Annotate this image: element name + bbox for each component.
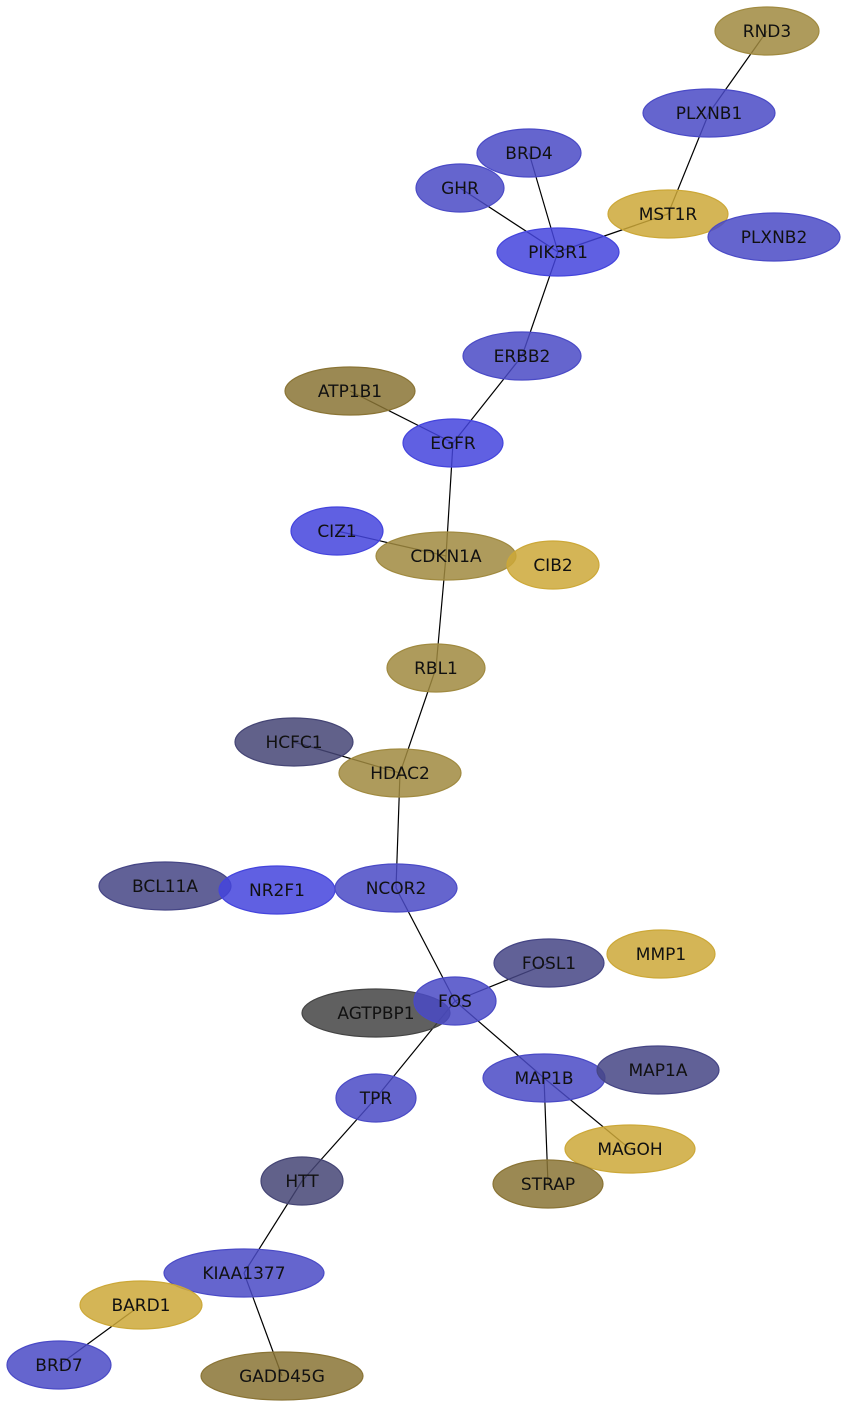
- node-label-erbb2: ERBB2: [494, 347, 551, 367]
- node-shape-erbb2[interactable]: [462, 331, 582, 381]
- node-kiaa1377[interactable]: KIAA1377: [163, 1248, 325, 1298]
- node-label-htt: HTT: [285, 1172, 319, 1192]
- node-tpr[interactable]: TPR: [335, 1073, 417, 1123]
- node-shape-htt[interactable]: [260, 1156, 344, 1206]
- node-shape-rnd3[interactable]: [714, 6, 820, 56]
- node-mmp1[interactable]: MMP1: [606, 929, 716, 979]
- node-bard1[interactable]: BARD1: [79, 1280, 203, 1330]
- node-magoh[interactable]: MAGOH: [564, 1124, 696, 1174]
- node-shape-fosl1[interactable]: [493, 938, 605, 988]
- node-shape-brd7[interactable]: [6, 1340, 112, 1390]
- node-shape-hcfc1[interactable]: [234, 717, 354, 767]
- node-shape-map1a[interactable]: [596, 1045, 720, 1095]
- node-shape-ciz1[interactable]: [290, 506, 384, 556]
- node-pik3r1[interactable]: PIK3R1: [496, 227, 620, 277]
- node-shape-pik3r1[interactable]: [496, 227, 620, 277]
- node-label-gadd45g: GADD45G: [239, 1367, 325, 1387]
- node-shape-plxnb2[interactable]: [707, 212, 841, 262]
- node-label-agtpbp1: AGTPBP1: [337, 1004, 414, 1024]
- node-shape-atp1b1[interactable]: [284, 366, 416, 416]
- node-hcfc1[interactable]: HCFC1: [234, 717, 354, 767]
- node-shape-brd4[interactable]: [476, 128, 582, 178]
- node-erbb2[interactable]: ERBB2: [462, 331, 582, 381]
- node-label-egfr: EGFR: [430, 434, 476, 454]
- node-htt[interactable]: HTT: [260, 1156, 344, 1206]
- node-label-brd4: BRD4: [505, 144, 552, 164]
- node-label-cib2: CIB2: [533, 556, 572, 576]
- node-shape-tpr[interactable]: [335, 1073, 417, 1123]
- node-label-ghr: GHR: [441, 179, 479, 199]
- node-label-cdkn1a: CDKN1A: [410, 547, 482, 567]
- node-label-plxnb1: PLXNB1: [676, 104, 743, 124]
- node-label-rnd3: RND3: [743, 22, 791, 42]
- node-shape-rbl1[interactable]: [386, 643, 486, 693]
- node-plxnb2[interactable]: PLXNB2: [707, 212, 841, 262]
- node-rnd3[interactable]: RND3: [714, 6, 820, 56]
- node-shape-egfr[interactable]: [402, 418, 504, 468]
- node-label-mmp1: MMP1: [636, 945, 686, 965]
- node-shape-cib2[interactable]: [506, 540, 600, 590]
- node-label-nr2f1: NR2F1: [249, 881, 305, 901]
- node-label-magoh: MAGOH: [597, 1140, 662, 1160]
- node-shape-mmp1[interactable]: [606, 929, 716, 979]
- node-label-hdac2: HDAC2: [370, 764, 430, 784]
- node-label-mst1r: MST1R: [639, 205, 698, 225]
- node-label-ciz1: CIZ1: [317, 522, 356, 542]
- node-map1b[interactable]: MAP1B: [482, 1053, 606, 1103]
- node-shape-fos[interactable]: [413, 976, 497, 1026]
- node-map1a[interactable]: MAP1A: [596, 1045, 720, 1095]
- node-mst1r[interactable]: MST1R: [607, 189, 729, 239]
- node-label-rbl1: RBL1: [414, 659, 458, 679]
- node-label-tpr: TPR: [359, 1089, 393, 1109]
- node-label-fosl1: FOSL1: [522, 954, 576, 974]
- node-label-ncor2: NCOR2: [366, 879, 427, 899]
- node-agtpbp1[interactable]: AGTPBP1: [301, 988, 451, 1038]
- node-cdkn1a[interactable]: CDKN1A: [375, 531, 517, 581]
- node-shape-ncor2[interactable]: [334, 863, 458, 913]
- node-shape-strap[interactable]: [492, 1159, 604, 1209]
- node-cib2[interactable]: CIB2: [506, 540, 600, 590]
- node-bcl11a[interactable]: BCL11A: [98, 861, 232, 911]
- node-ciz1[interactable]: CIZ1: [290, 506, 384, 556]
- node-shape-bard1[interactable]: [79, 1280, 203, 1330]
- node-shape-kiaa1377[interactable]: [163, 1248, 325, 1298]
- node-shape-plxnb1[interactable]: [642, 88, 776, 138]
- node-ghr[interactable]: GHR: [415, 163, 505, 213]
- node-label-plxnb2: PLXNB2: [741, 228, 808, 248]
- node-fosl1[interactable]: FOSL1: [493, 938, 605, 988]
- node-label-atp1b1: ATP1B1: [318, 382, 382, 402]
- node-atp1b1[interactable]: ATP1B1: [284, 366, 416, 416]
- node-egfr[interactable]: EGFR: [402, 418, 504, 468]
- node-label-fos: FOS: [438, 992, 472, 1012]
- node-label-brd7: BRD7: [35, 1356, 82, 1376]
- node-label-strap: STRAP: [521, 1175, 575, 1195]
- node-shape-hdac2[interactable]: [338, 748, 462, 798]
- node-label-bard1: BARD1: [111, 1296, 170, 1316]
- node-brd7[interactable]: BRD7: [6, 1340, 112, 1390]
- node-label-hcfc1: HCFC1: [265, 733, 322, 753]
- node-label-map1a: MAP1A: [629, 1061, 688, 1081]
- node-strap[interactable]: STRAP: [492, 1159, 604, 1209]
- node-brd4[interactable]: BRD4: [476, 128, 582, 178]
- node-fos[interactable]: FOS: [413, 976, 497, 1026]
- node-plxnb1[interactable]: PLXNB1: [642, 88, 776, 138]
- node-label-pik3r1: PIK3R1: [528, 243, 588, 263]
- node-shape-gadd45g[interactable]: [200, 1351, 364, 1401]
- node-shape-magoh[interactable]: [564, 1124, 696, 1174]
- node-gadd45g[interactable]: GADD45G: [200, 1351, 364, 1401]
- node-rbl1[interactable]: RBL1: [386, 643, 486, 693]
- node-ncor2[interactable]: NCOR2: [334, 863, 458, 913]
- node-label-kiaa1377: KIAA1377: [202, 1264, 285, 1284]
- node-hdac2[interactable]: HDAC2: [338, 748, 462, 798]
- node-shape-ghr[interactable]: [415, 163, 505, 213]
- node-nr2f1[interactable]: NR2F1: [218, 865, 336, 915]
- node-label-map1b: MAP1B: [514, 1069, 573, 1089]
- node-shape-mst1r[interactable]: [607, 189, 729, 239]
- node-label-bcl11a: BCL11A: [132, 877, 198, 897]
